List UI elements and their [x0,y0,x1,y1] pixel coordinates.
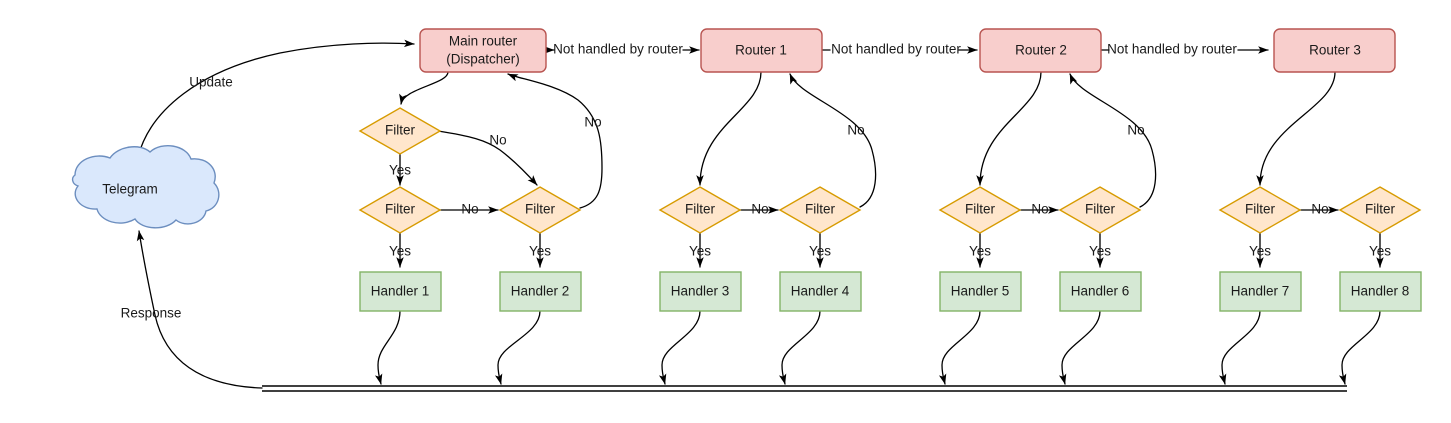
node-filter-top[interactable]: Filter [358,107,442,155]
edge-handler-4-to-bus [778,310,821,385]
edge-filter-top-to-filter-2 [437,130,538,186]
edge-label-yes-filter-top: Yes [389,163,411,178]
edge-label-yes-filter-8: Yes [1369,244,1391,259]
node-handler-4[interactable]: Handler 4 [779,271,862,312]
filter-4-diamond [778,186,862,234]
filter-7-diamond [1218,186,1302,234]
edge-handler-7-to-bus [1218,310,1261,385]
edge-filter-6-to-router-2 [1069,73,1157,208]
edge-label-no-filter-top: No [489,133,506,148]
node-filter-1[interactable]: Filter [358,186,442,234]
edge-label-not-handled-1: Not handled by router [553,42,683,57]
edge-label-no-filter-6: No [1127,123,1144,138]
edge-router-2-to-filter-5 [976,71,1042,186]
filter-3-diamond [658,186,742,234]
handler-6-box [1059,271,1142,312]
edge-bus-to-telegram [136,230,263,389]
node-main-router[interactable]: Main router (Dispatcher) [419,28,547,73]
router-1-box [700,28,823,73]
edge-label-no-filter-5: No [1031,202,1048,217]
edge-handler-8-to-bus [1338,310,1381,385]
node-router-3[interactable]: Router 3 [1273,28,1396,73]
edge-handler-6-to-bus [1058,310,1101,385]
handler-5-box [939,271,1022,312]
node-router-1[interactable]: Router 1 [700,28,823,73]
edge-telegram-to-main-router [137,39,415,158]
handler-8-box [1339,271,1422,312]
filter-5-diamond [938,186,1022,234]
edge-filter-2-to-main-router [507,73,603,209]
edge-handler-3-to-bus [658,310,701,385]
handler-1-box [359,271,442,312]
telegram-cloud-node[interactable]: Telegram [71,144,220,229]
node-filter-2[interactable]: Filter [498,186,582,234]
handler-7-box [1219,271,1302,312]
node-filter-4[interactable]: Filter [778,186,862,234]
edge-router-3-to-filter-7 [1256,71,1336,186]
node-filter-7[interactable]: Filter [1218,186,1302,234]
node-filter-6[interactable]: Filter [1058,186,1142,234]
edge-label-not-handled-3: Not handled by router [1107,42,1237,57]
filter-2-diamond [498,186,582,234]
edge-label-yes-filter-2: Yes [529,244,551,259]
main-router-box [419,28,547,73]
node-handler-2[interactable]: Handler 2 [499,271,582,312]
edge-filter-4-to-router-1 [789,73,877,208]
edge-label-layer: Update Response Not handled by router No… [121,42,1392,321]
edge-label-no-filter-7: No [1311,202,1328,217]
handler-2-box [499,271,582,312]
filter-8-diamond [1338,186,1422,234]
node-filter-5[interactable]: Filter [938,186,1022,234]
edge-label-yes-filter-3: Yes [689,244,711,259]
edge-label-response: Response [121,306,182,321]
node-handler-1[interactable]: Handler 1 [359,271,442,312]
node-router-2[interactable]: Router 2 [979,28,1102,73]
edge-handler-5-to-bus [938,310,981,385]
edge-handler-1-to-bus [374,310,401,385]
edge-label-update: Update [189,75,233,90]
edge-label-not-handled-2: Not handled by router [831,42,961,57]
node-filter-8[interactable]: Filter [1338,186,1422,234]
edge-layer [136,39,1384,389]
node-handler-5[interactable]: Handler 5 [939,271,1022,312]
cloud-icon [71,144,220,229]
edge-label-yes-filter-4: Yes [809,244,831,259]
edge-label-no-filter-4: No [847,123,864,138]
node-handler-3[interactable]: Handler 3 [659,271,742,312]
router-2-box [979,28,1102,73]
edge-label-yes-filter-6: Yes [1089,244,1111,259]
edge-main-router-to-filter-top [399,71,449,105]
node-filter-3[interactable]: Filter [658,186,742,234]
edge-label-no-filter-2: No [584,115,601,130]
handler-3-box [659,271,742,312]
node-handler-6[interactable]: Handler 6 [1059,271,1142,312]
edge-label-yes-filter-7: Yes [1249,244,1271,259]
edge-handler-2-to-bus [494,310,541,385]
filter-1-diamond [358,186,442,234]
filter-top-diamond [358,107,442,155]
response-bus [262,385,1347,392]
edge-label-no-filter-1: No [461,202,478,217]
edge-router-1-to-filter-3 [696,71,762,186]
node-handler-7[interactable]: Handler 7 [1219,271,1302,312]
edge-label-yes-filter-1: Yes [389,244,411,259]
filter-6-diamond [1058,186,1142,234]
edge-label-no-filter-3: No [751,202,768,217]
node-handler-8[interactable]: Handler 8 [1339,271,1422,312]
router-3-box [1273,28,1396,73]
handler-4-box [779,271,862,312]
edge-label-yes-filter-5: Yes [969,244,991,259]
